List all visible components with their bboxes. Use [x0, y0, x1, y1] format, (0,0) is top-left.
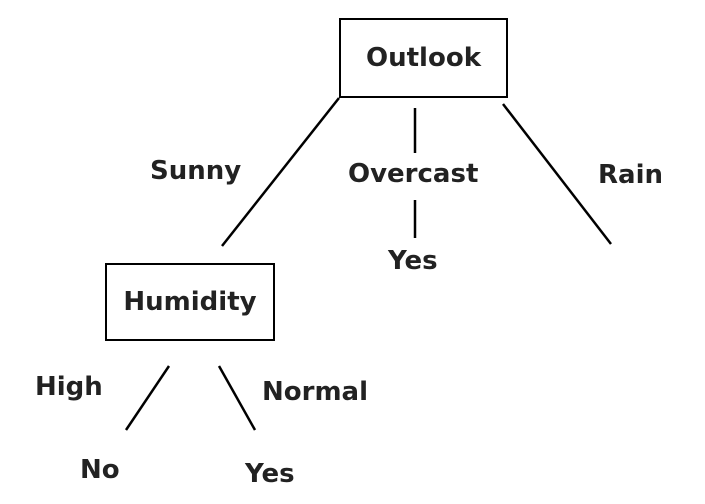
leaf-high-no: No [80, 455, 120, 485]
leaf-overcast-yes: Yes [388, 246, 438, 276]
edge-outlook-sunny [221, 97, 340, 247]
edge-humidity-high [124, 365, 171, 431]
edge-humidity-normal [217, 365, 257, 431]
branch-label-normal: Normal [262, 377, 368, 407]
branch-label-high: High [35, 372, 103, 402]
leaf-normal-yes: Yes [245, 459, 295, 489]
edge-outlook-rain [502, 103, 612, 245]
humidity-label: Humidity [123, 287, 257, 317]
outlook-label: Outlook [366, 43, 481, 73]
outlook-node: Outlook [339, 18, 508, 98]
branch-label-rain: Rain [598, 160, 663, 190]
humidity-node: Humidity [105, 263, 275, 341]
branch-label-overcast: Overcast [348, 159, 479, 189]
branch-label-sunny: Sunny [150, 156, 242, 186]
